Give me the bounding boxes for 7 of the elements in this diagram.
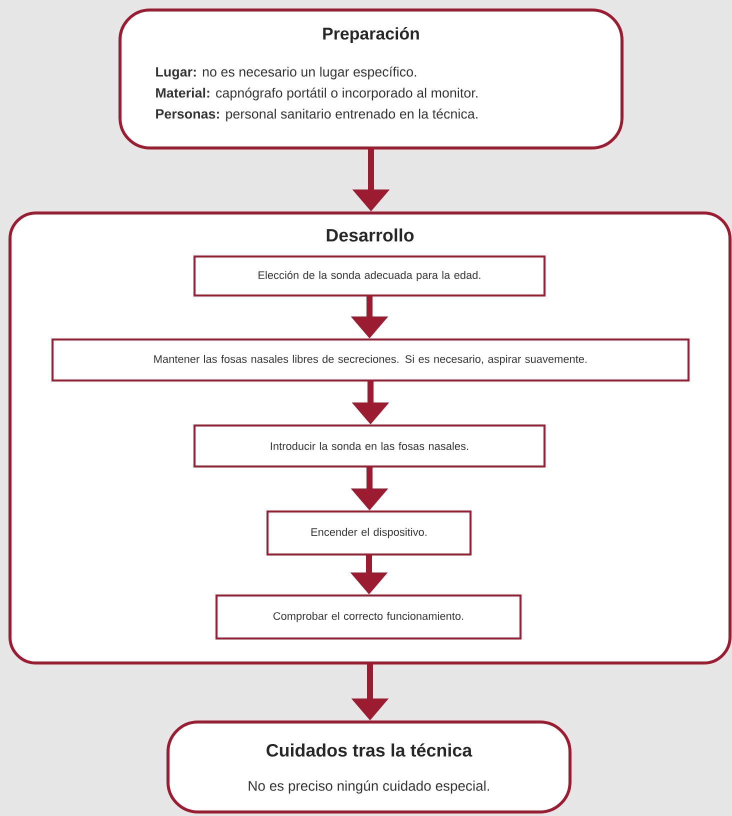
step-box: Comprobar el correcto funcionamiento. <box>216 594 522 640</box>
rounded-box: Cuidados tras la técnica No es preciso ningún cuidado especial. <box>166 720 572 814</box>
step-box: Introducir la sonda en las fosas nasales. <box>194 424 546 468</box>
rounded-box: Preparación Lugar: no es necesario un lugar específico. Material: capnógrafo portátil o incorporado al monitor. Personas: personal sanitario entrenado en la técnica. <box>118 8 624 150</box>
step-box: Mantener las fosas nasales libres de secreciones. Si es necesario, aspirar suavemente. <box>52 338 690 382</box>
step-box: Elección de la sonda adecuada para la edad. <box>194 256 546 296</box>
step-box: Encender el dispositivo. <box>266 510 472 556</box>
